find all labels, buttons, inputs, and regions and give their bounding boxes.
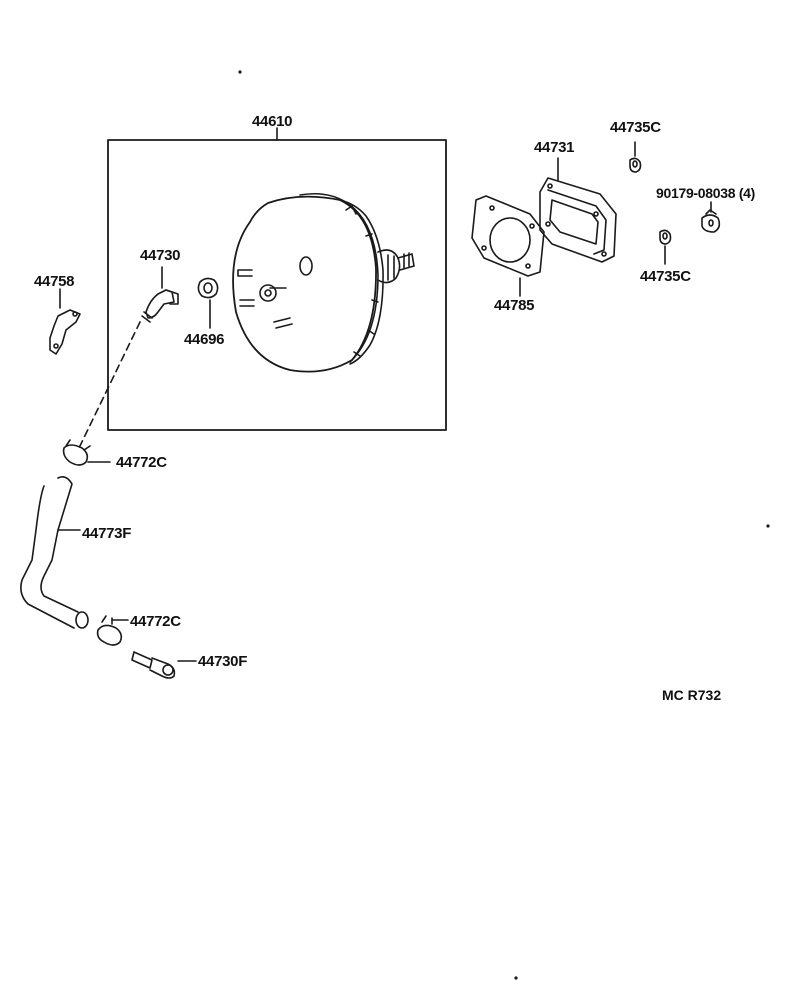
label-44772c-bottom: 44772C — [130, 613, 181, 630]
label-44785: 44785 — [494, 297, 535, 314]
bracket-44758 — [50, 289, 80, 354]
label-44735c-bottom: 44735C — [640, 268, 691, 285]
label-90179-08038: 90179-08038 (4) — [656, 185, 756, 201]
label-44772c-top: 44772C — [116, 454, 167, 471]
label-44731: 44731 — [534, 139, 575, 156]
brake-booster — [233, 194, 414, 372]
label-44735c-top: 44735C — [610, 119, 661, 136]
label-44758: 44758 — [34, 273, 75, 290]
label-44696: 44696 — [184, 331, 225, 348]
nut-44735c-top — [630, 142, 641, 172]
label-44730: 44730 — [140, 247, 181, 264]
hose-clamp-44772c-top — [64, 440, 110, 465]
label-44730f: 44730F — [198, 653, 248, 670]
label-44610: 44610 — [252, 113, 293, 130]
vacuum-hose-44773f — [21, 477, 88, 628]
assembly-frame-44610 — [108, 128, 446, 430]
grommet-44696 — [198, 278, 217, 328]
reference-code: MC R732 — [662, 687, 722, 703]
dashed-connection-line — [78, 322, 140, 450]
label-44773f: 44773F — [82, 525, 132, 542]
check-valve-44730 — [142, 267, 178, 322]
union-fitting-44730f — [132, 652, 196, 678]
nut-44735c-bottom — [660, 230, 671, 264]
nut-90179-08038 — [702, 202, 719, 232]
gasket-44785 — [472, 196, 544, 296]
spacer-44731 — [540, 158, 616, 262]
hose-clamp-44772c-bottom — [98, 616, 128, 645]
